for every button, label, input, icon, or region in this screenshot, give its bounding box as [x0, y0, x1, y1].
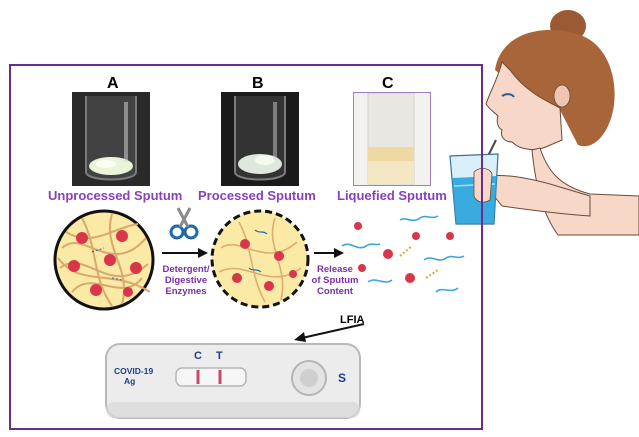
step-detergent-line2: Digestive [164, 275, 208, 286]
test-cassette [105, 343, 361, 419]
strip-control-mark: C [194, 350, 202, 362]
step-release-content: Release of Sputum Content [306, 264, 364, 297]
caption-unprocessed-sputum: Unprocessed Sputum [48, 188, 183, 203]
woman-drinking-illustration [449, 10, 639, 236]
caption-liquefied-sputum: Liquefied Sputum [337, 188, 447, 203]
step-release-line3: Content [317, 286, 353, 297]
arrow-icon [314, 248, 344, 258]
lfia-label: LFIA [340, 314, 365, 326]
step-detergent-enzymes: Detergent/ Digestive Enzymes [156, 264, 216, 297]
strip-brand-line2: Ag [124, 376, 136, 386]
strip-test-mark: T [216, 350, 223, 362]
photo-processed-sputum [221, 92, 299, 186]
step-release-line2: of Sputum [311, 275, 359, 286]
strip-brand-line1: COVID-19 [114, 366, 154, 376]
strip-sample-mark: S [338, 371, 347, 385]
processed-sputum-circle [210, 209, 310, 309]
unprocessed-sputum-circle [53, 209, 155, 311]
liquefied-content-illustration [341, 215, 465, 293]
strip-brand: COVID-19 Ag [114, 366, 153, 386]
panel-letter-b: B [252, 75, 264, 92]
scissors-icon [169, 207, 199, 240]
caption-processed-sputum: Processed Sputum [198, 188, 316, 203]
panel-letter-c: C [382, 75, 394, 92]
photo-liquefied-sputum [353, 92, 431, 186]
arrow-icon [162, 248, 208, 258]
arrow-icon [294, 323, 365, 342]
step-detergent-line1: Detergent/ [162, 264, 210, 275]
photo-unprocessed-sputum [72, 92, 150, 186]
step-detergent-line3: Enzymes [165, 286, 207, 297]
panel-letter-a: A [107, 75, 119, 92]
step-release-line1: Release [317, 264, 353, 275]
diagram-frame [9, 64, 483, 430]
